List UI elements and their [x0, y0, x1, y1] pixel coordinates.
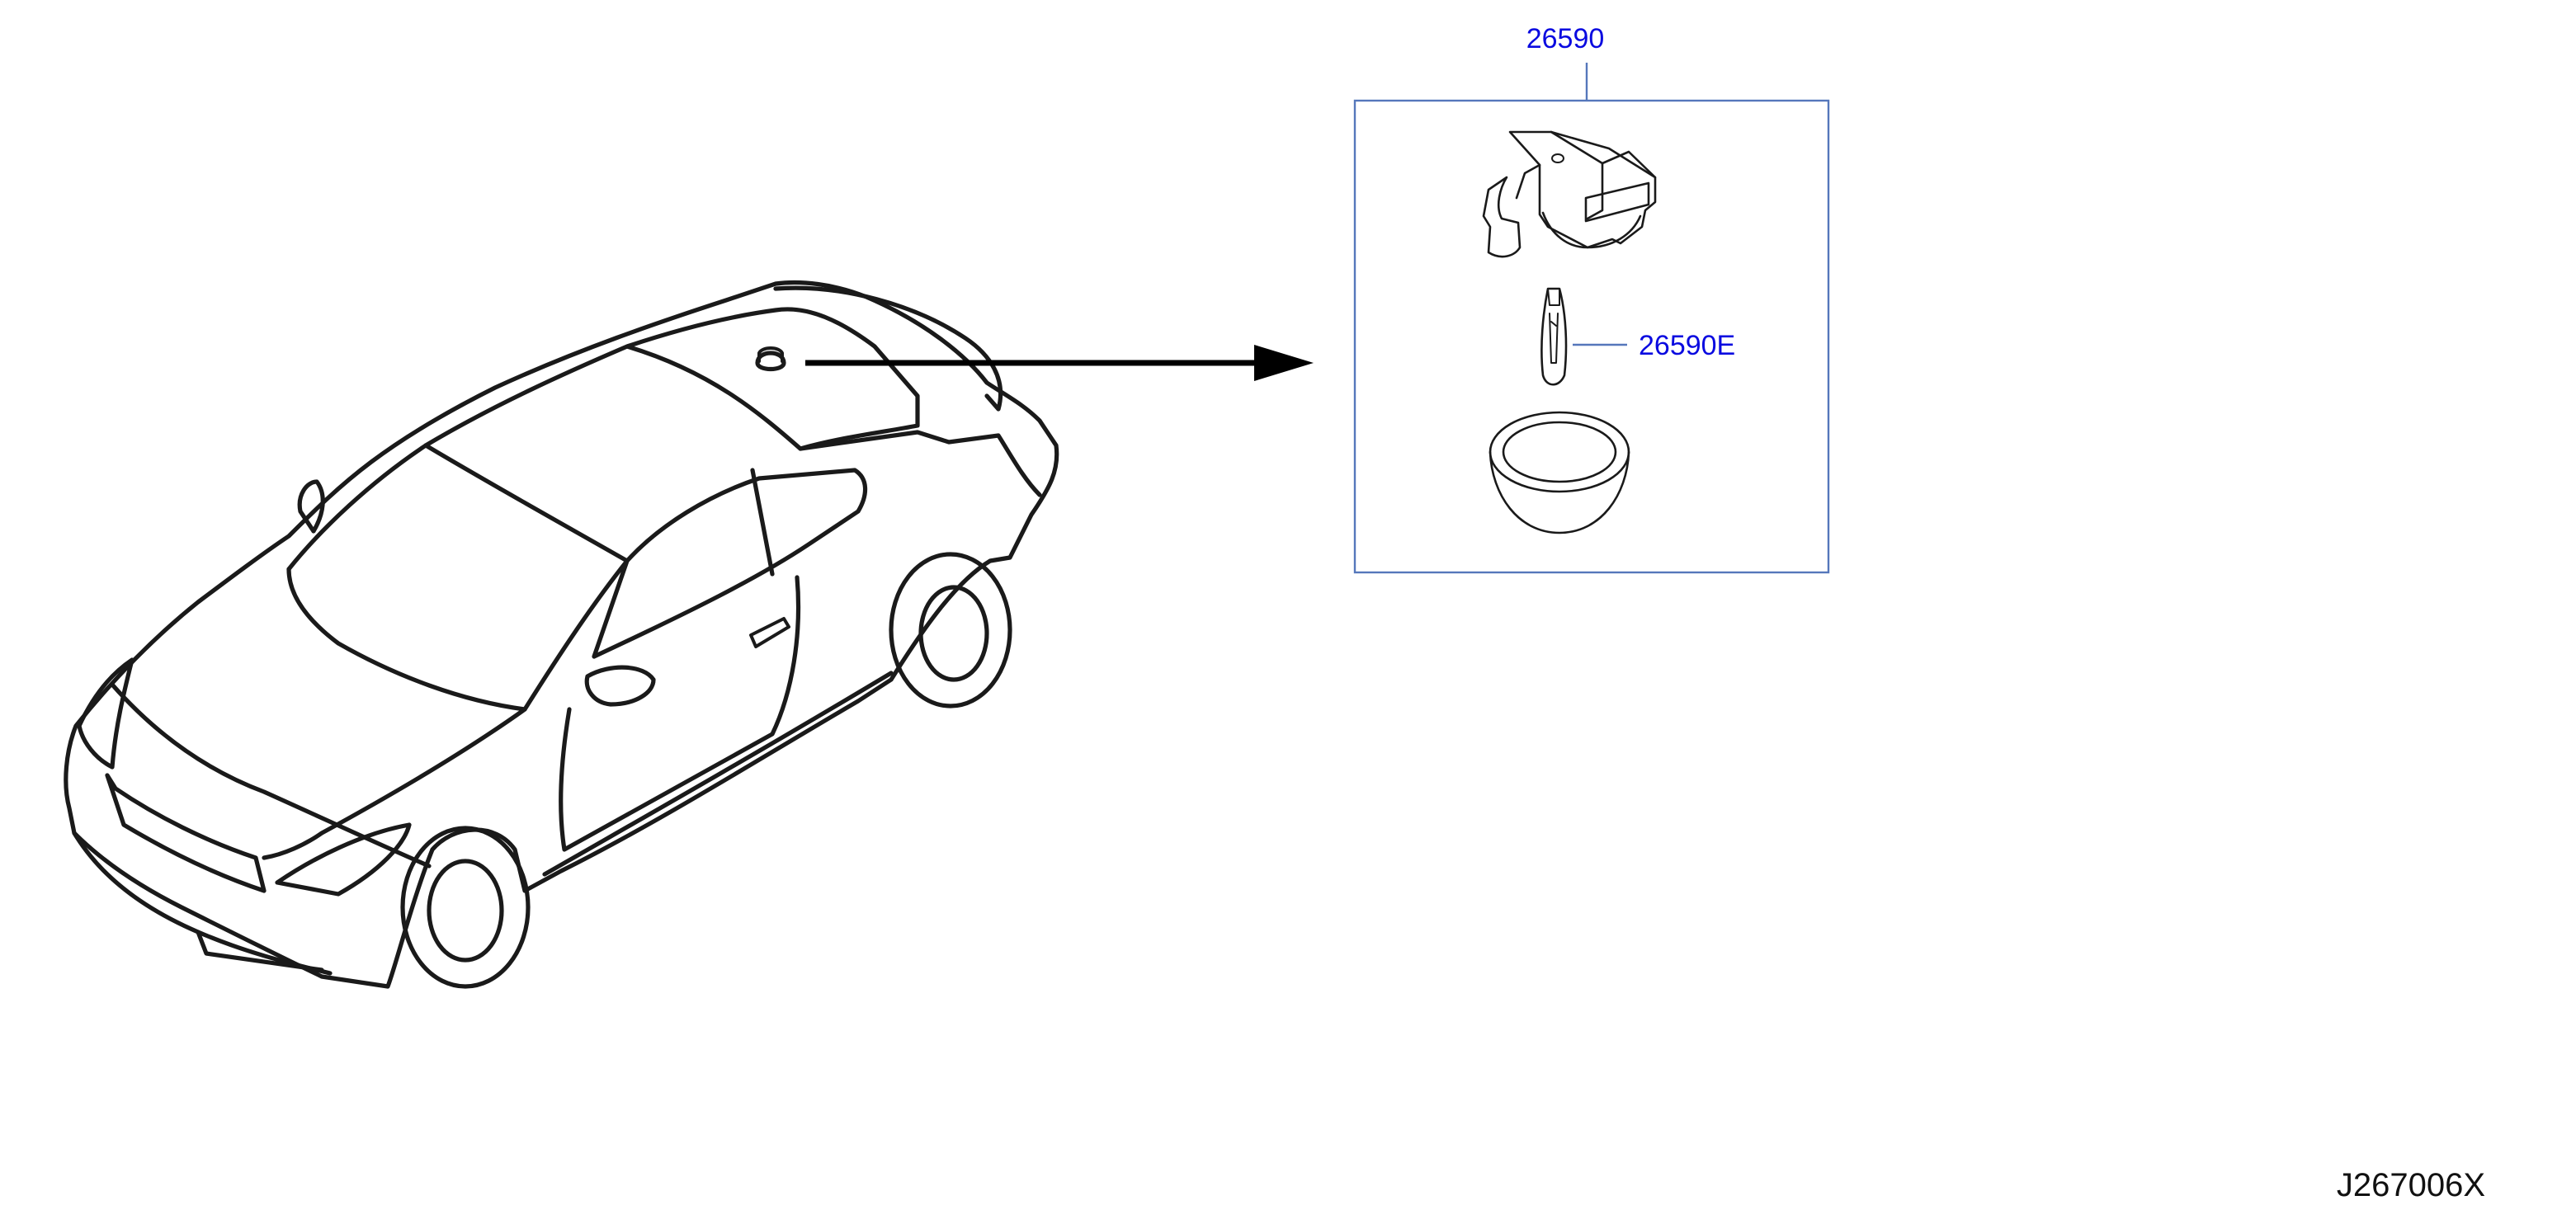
- part-number-26590E[interactable]: 26590E: [1639, 330, 1735, 361]
- bulb-icon: [1540, 287, 1568, 386]
- callout-box: [1353, 99, 1830, 574]
- part-number-26590[interactable]: 26590: [1526, 23, 1605, 54]
- car-illustration: [64, 280, 1059, 989]
- callout-group: 26590 26590E: [1353, 23, 1830, 574]
- lens-cover: [1489, 411, 1630, 534]
- diagram-code: J267006X: [2337, 1167, 2485, 1203]
- pointer-arrow: [805, 345, 1314, 381]
- lamp-housing: [1482, 130, 1657, 258]
